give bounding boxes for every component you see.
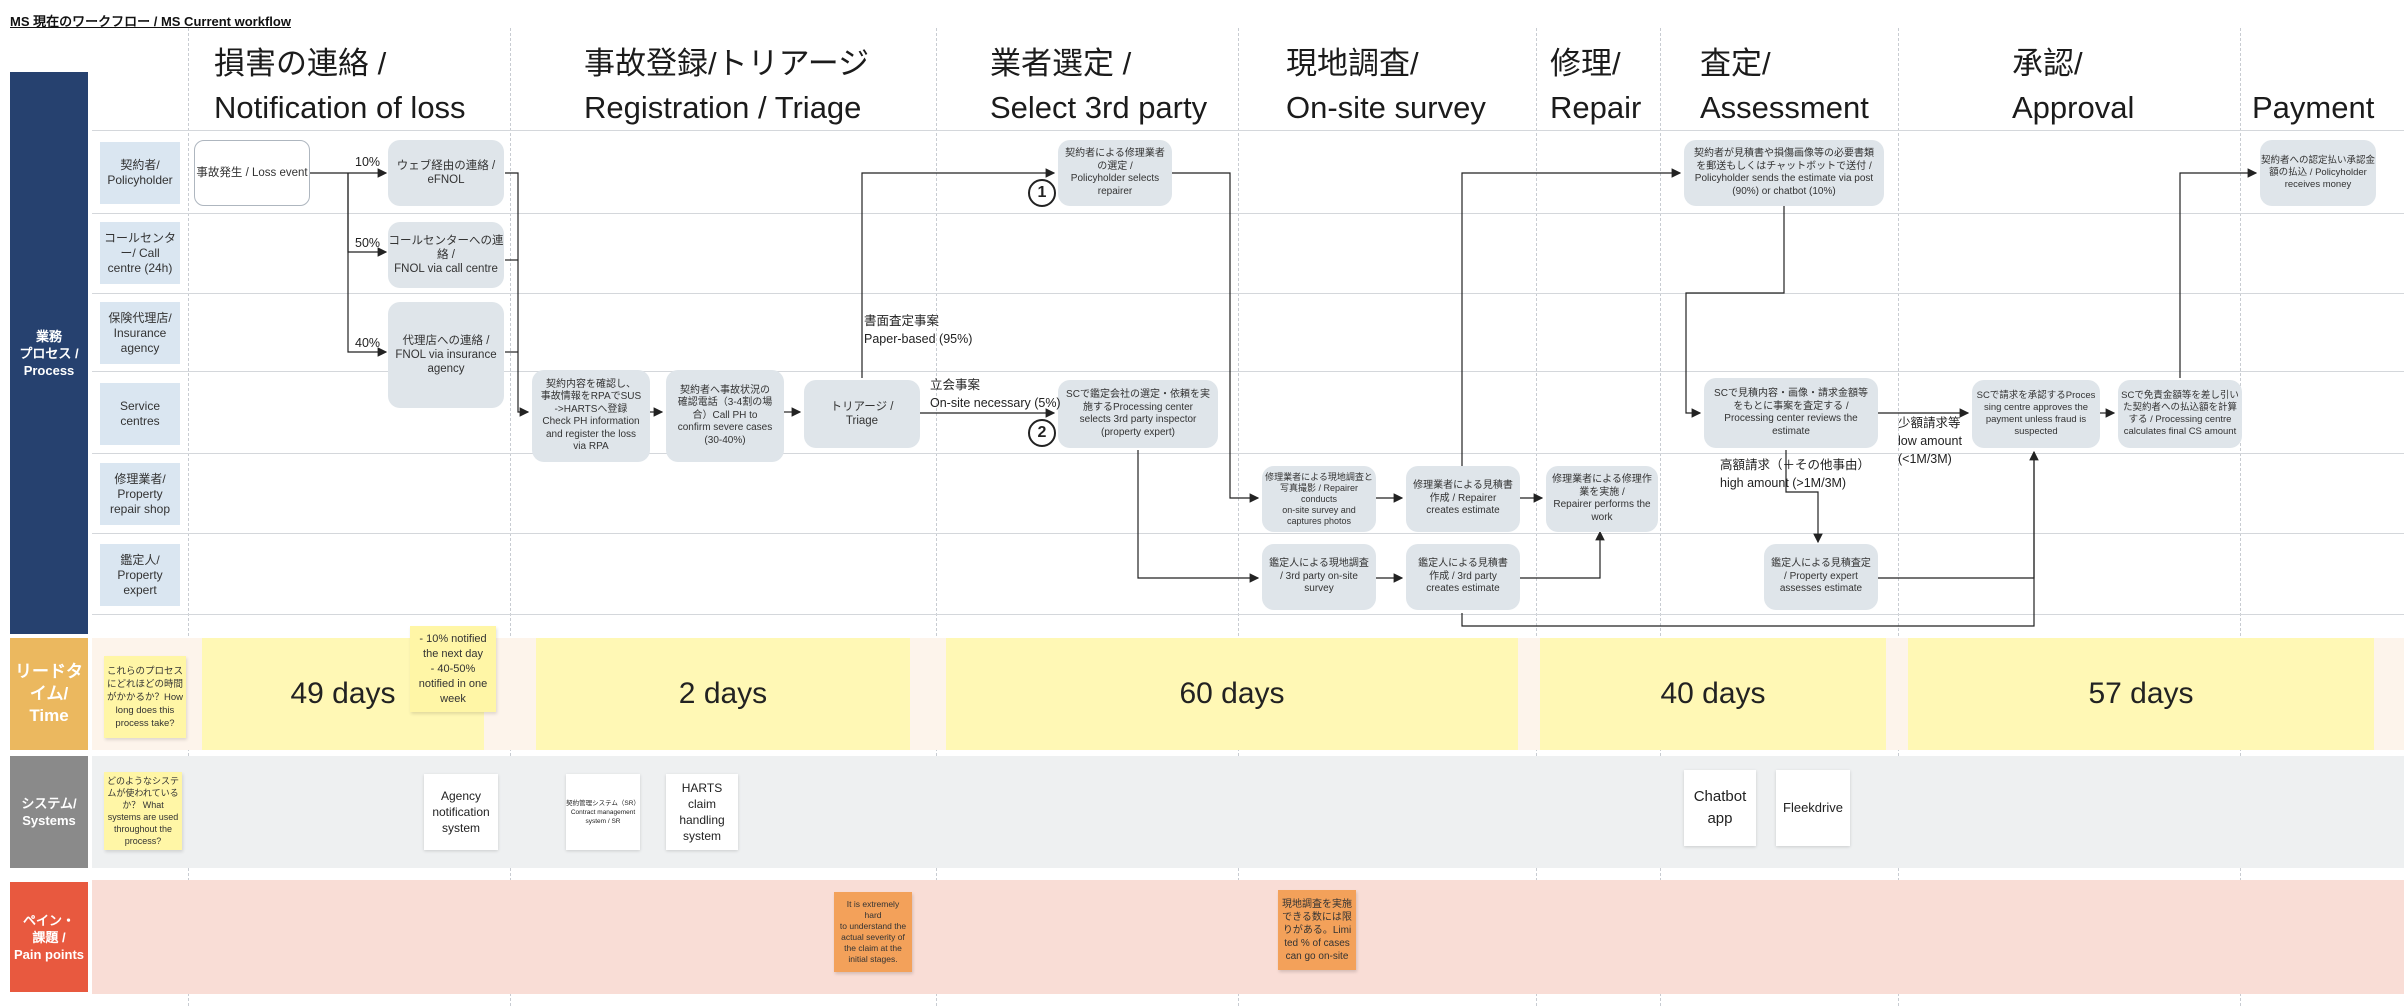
node-triage: トリアージ / Triage xyxy=(804,380,920,448)
lane-divider xyxy=(92,371,2404,372)
node-expert-survey: 鑑定人による現地調査 / 3rd party on-site survey xyxy=(1262,544,1376,610)
node-efnol: ウェブ経由の連絡 / eFNOL xyxy=(388,140,504,206)
time-question-note: これらのプロセス にどれほどの時間 がかかるか？How long does th… xyxy=(104,656,186,738)
lane-divider xyxy=(92,614,2404,615)
time-repair-assessment: 40 days xyxy=(1540,638,1886,750)
phase-notification: 損害の連絡 / Notification of loss xyxy=(214,46,466,125)
step-marker-2: 2 xyxy=(1028,419,1056,447)
label-pct-10: 10% xyxy=(355,155,381,169)
node-sc-reviews-estimate: SCで見積内容・画像・請求金額等 をもとに事案を査定する / Processin… xyxy=(1704,378,1878,448)
lane-divider xyxy=(92,293,2404,294)
category-systems: システム/ Systems xyxy=(10,756,88,868)
pain-note-severity: It is extremely hard to understand the a… xyxy=(834,892,912,972)
arrow-repair-approve xyxy=(1461,452,2035,627)
phase-assessment: 査定/ Assessment xyxy=(1700,46,1869,125)
label-low-amount: 少額請求等 low amount (<1M/3M) xyxy=(1898,416,1962,466)
label-high-amount: 高額請求（＋その他事由） high amount (>1M/3M) xyxy=(1720,458,1871,490)
system-agency-notification: Agency notification system xyxy=(424,774,498,850)
column-divider xyxy=(510,28,511,1006)
arrow-ph-send-sc-review xyxy=(1685,206,1785,418)
phase-approval: 承認/ Approval xyxy=(2012,46,2135,125)
category-time: リードタ イム/ Time xyxy=(10,638,88,750)
system-chatbot-app: Chatbot app xyxy=(1684,770,1756,846)
column-divider xyxy=(1536,28,1537,1006)
category-pain: ペイン・ 課題 / Pain points xyxy=(10,882,88,992)
arrow-efnol-rpa xyxy=(505,172,530,417)
node-repairer-survey: 修理業者による現地調査と 写真撮影 / Repairer conducts on… xyxy=(1262,466,1376,532)
label-pct-50: 50% xyxy=(355,236,381,250)
node-ph-sends-estimate: 契約者が見積書や損傷画像等の必要書類 を郵送もしくはチャットボットで送付 / P… xyxy=(1684,140,1884,206)
pain-note-onsite-limited: 現地調査を実施 できる数には限 りがある。Limi ted % of cases… xyxy=(1278,890,1356,970)
time-select-survey: 60 days xyxy=(946,638,1518,750)
node-sc-approves: SCで請求を承認するProces sing centre approves th… xyxy=(1972,380,2100,448)
category-process: 業務 プロセス / Process xyxy=(10,72,88,634)
time-registration: 2 days xyxy=(536,638,910,750)
arrow-sc-review-expert xyxy=(1785,450,1823,544)
column-divider xyxy=(1660,28,1661,1006)
node-ph-receives-money: 契約者への認定払い承認金 額の払込 / Policyholder receive… xyxy=(2260,140,2376,206)
role-agency: 保険代理店/ Insurance agency xyxy=(100,302,180,364)
arrow-expert-assess-approve xyxy=(1878,450,2039,579)
arrow-ph-select-repairer xyxy=(1172,172,1260,503)
systems-question-note: どのようなシステ ムが使われている か？ What systems are us… xyxy=(104,772,182,850)
column-divider xyxy=(1898,28,1899,1006)
arrow-loss-agency xyxy=(347,173,388,357)
phase-survey: 現地調査/ On-site survey xyxy=(1286,46,1486,125)
column-divider xyxy=(936,28,937,1006)
system-fleekdrive: Fleekdrive xyxy=(1776,770,1850,846)
node-ph-selects-repairer: 契約者による修理業者 の選定 / Policyholder selects re… xyxy=(1058,140,1172,206)
label-onsite-necessary: 立会事案 On-site necessary (5%) xyxy=(930,378,1061,410)
arrow-repair-ph-send xyxy=(1461,168,1682,468)
node-sc-calculates: SCで免責金額等を差し引い た契約者への払込額を計算 する / Processi… xyxy=(2118,380,2242,448)
node-repair-work: 修理業者による修理作 業を実施 / Repairer performs the … xyxy=(1546,466,1658,532)
time-approval-payment: 57 days xyxy=(1908,638,2374,750)
column-divider xyxy=(2240,28,2241,1006)
system-contract-management: 契約管理システム（SR） Contract management system … xyxy=(566,774,640,850)
phase-registration: 事故登録/トリアージ Registration / Triage xyxy=(584,46,870,125)
lane-divider xyxy=(92,213,2404,214)
arrow-expert-estimate-repair xyxy=(1520,530,1605,579)
node-rpa-register: 契約内容を確認し、 事故情報をRPAでSUS ->HARTSへ登録 Check … xyxy=(532,370,650,462)
column-divider xyxy=(188,28,189,1006)
node-confirm-call: 契約者へ事故状況の 確認電話（3-4割の場 合）Call PH to confi… xyxy=(666,370,784,462)
node-repairer-estimate: 修理業者による見積書 作成 / Repairer creates estimat… xyxy=(1406,466,1520,532)
lane-divider xyxy=(92,453,2404,454)
phase-select: 業者選定 / Select 3rd party xyxy=(990,46,1208,125)
phase-repair: 修理/ Repair xyxy=(1550,46,1642,125)
role-policyholder: 契約者/ Policyholder xyxy=(100,142,180,204)
pain-band xyxy=(92,880,2404,994)
lane-divider xyxy=(92,130,2404,131)
role-repair-shop: 修理業者/ Property repair shop xyxy=(100,463,180,525)
phase-payment: Payment xyxy=(2252,90,2375,125)
step-marker-1: 1 xyxy=(1028,179,1056,207)
node-expert-assesses: 鑑定人による見積査定 / Property expert assesses es… xyxy=(1764,544,1878,610)
time-notification-note: - 10% notified the next day - 40-50% not… xyxy=(410,626,496,712)
lane-divider xyxy=(92,533,2404,534)
arrow-triage-ph-select xyxy=(861,168,1056,378)
node-sc-selects-inspector: SCで鑑定会社の選定・依頼を実 施するProcessing center sel… xyxy=(1058,380,1218,448)
role-service-centres: Service centres xyxy=(100,383,180,445)
arrow-sc-select-expert xyxy=(1137,450,1260,583)
system-harts: HARTS claim handling system xyxy=(666,774,738,850)
label-pct-40: 40% xyxy=(355,336,381,350)
frame-title: MS 現在のワークフロー / MS Current workflow xyxy=(10,14,291,29)
arrow-calc-receive xyxy=(2179,168,2258,378)
role-property-expert: 鑑定人/ Property expert xyxy=(100,544,180,606)
node-expert-estimate: 鑑定人による見積書 作成 / 3rd party creates estimat… xyxy=(1406,544,1520,610)
column-divider xyxy=(1238,28,1239,1006)
role-call-centre: コールセンタ ー/ Call centre (24h) xyxy=(100,222,180,284)
label-paper-based: 書面査定事案 Paper-based (95%) xyxy=(864,314,973,346)
node-loss-event: 事故発生 / Loss event xyxy=(194,140,310,206)
node-fnol-call: コールセンターへの連 絡 / FNOL via call centre xyxy=(388,222,504,288)
node-fnol-agency: 代理店への連絡 / FNOL via insurance agency xyxy=(388,302,504,408)
